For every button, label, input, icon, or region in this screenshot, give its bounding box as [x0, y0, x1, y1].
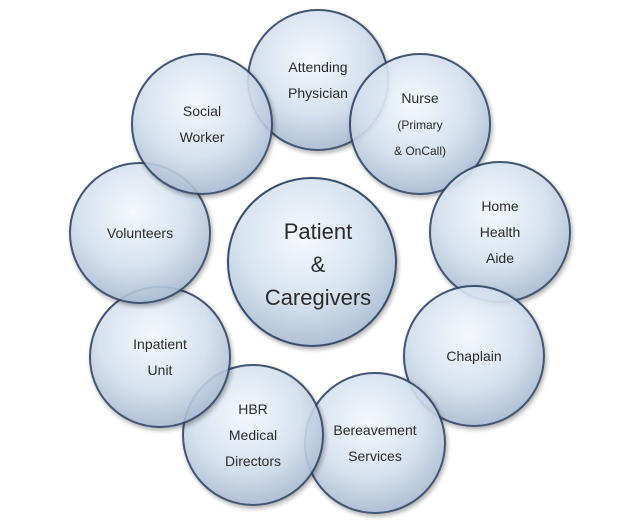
- node-label-home-health-aide-line-1: Home: [481, 198, 519, 214]
- center-label-line-2: &: [311, 252, 326, 277]
- node-label-attending-physician-line-2: Physician: [288, 85, 348, 101]
- node-circle-nurse: [349, 53, 491, 195]
- center-node: Patient & Caregivers: [227, 177, 397, 347]
- node-label-home-health-aide-line-3: Aide: [486, 250, 514, 266]
- center-circle: [227, 177, 397, 347]
- node-label-bereavement-services-line-1: Bereavement: [333, 422, 416, 438]
- node-label-attending-physician-line-1: Attending: [288, 59, 347, 75]
- node-label-nurse-line-3: & OnCall): [394, 144, 446, 158]
- node-nurse: Nurse (Primary & OnCall): [349, 53, 491, 195]
- node-volunteers: Volunteers: [69, 162, 211, 304]
- node-label-social-worker-line-2: Worker: [180, 129, 225, 145]
- center-label-line-1: Patient: [284, 219, 353, 244]
- node-chaplain: Chaplain: [403, 285, 545, 427]
- center-label-line-3: Caregivers: [265, 285, 371, 310]
- node-circle-hbr-medical-directors: [182, 364, 324, 506]
- node-label-inpatient-unit-line-2: Unit: [148, 362, 173, 378]
- node-circle-inpatient-unit: [89, 286, 231, 428]
- node-circle-bereavement-services: [304, 372, 446, 514]
- node-circle-chaplain: [403, 285, 545, 427]
- node-circle-volunteers: [69, 162, 211, 304]
- node-label-volunteers-line-1: Volunteers: [107, 225, 173, 241]
- node-label-hbr-medical-directors-line-3: Directors: [225, 453, 281, 469]
- node-label-chaplain-line-1: Chaplain: [446, 348, 501, 364]
- node-label-home-health-aide-line-2: Health: [480, 224, 520, 240]
- node-label-social-worker-line-1: Social: [183, 103, 221, 119]
- node-label-nurse-line-2: (Primary: [397, 118, 442, 132]
- node-label-nurse-line-1: Nurse: [401, 90, 439, 106]
- node-label-hbr-medical-directors-line-1: HBR: [238, 401, 268, 417]
- node-circle-social-worker: [131, 53, 273, 195]
- node-label-bereavement-services-line-2: Services: [348, 448, 402, 464]
- node-label-inpatient-unit-line-1: Inpatient: [133, 336, 187, 352]
- node-label-hbr-medical-directors-line-2: Medical: [229, 427, 277, 443]
